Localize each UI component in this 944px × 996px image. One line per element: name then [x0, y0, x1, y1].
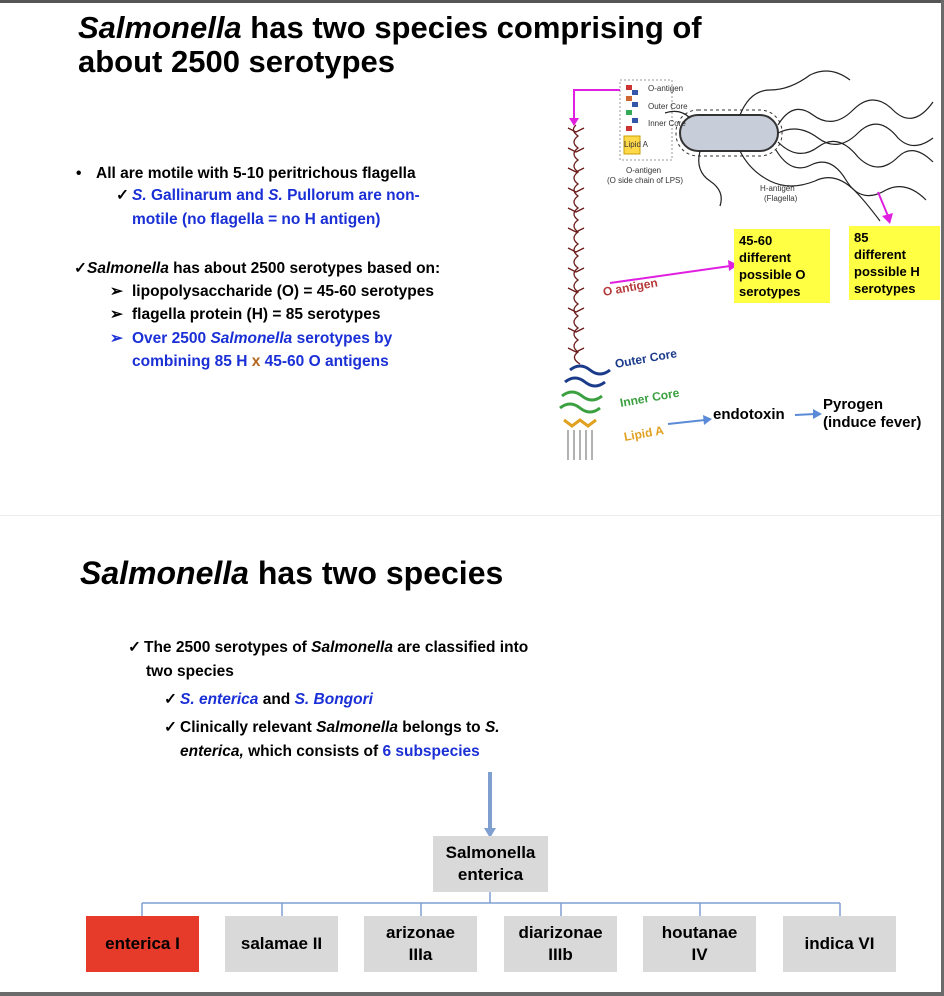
slide-divider	[0, 515, 944, 516]
slide1-title: Salmonella has two species comprising of…	[78, 10, 702, 79]
subspecies-salamae-ii: salamae II	[225, 916, 338, 972]
slide2-title: Salmonella has two species	[80, 555, 504, 591]
slide2-sub-clinical: ✓Clinically relevant Salmonella belongs …	[164, 719, 500, 736]
slide1-sub-nonmotile-line2: motile (no flagella = no H antigen)	[132, 211, 381, 228]
bacterium-body	[679, 114, 779, 152]
inset-caption-1: O-antigen	[626, 166, 662, 175]
blue-arrow-lipid	[667, 419, 706, 425]
endotoxin-label: endotoxin	[713, 406, 785, 423]
lps-inset-chain	[623, 85, 641, 155]
lps-chain	[567, 124, 585, 365]
inset-label-inner-core: Inner Core	[648, 119, 686, 128]
slide1-item-lps: ➢lipopolysaccharide (O) = 45-60 serotype…	[110, 283, 434, 300]
h-antigen-label: H-antigen	[760, 184, 795, 193]
slide1-item-combining-line2: combining 85 H x 45-60 O antigens	[132, 353, 389, 370]
slide2-sub-species: ✓S. enterica and S. Bongori	[164, 691, 373, 708]
subspecies-indica-vi: indica VI	[783, 916, 896, 972]
inset-label-outer-core: Outer Core	[648, 102, 688, 111]
inset-label-o-antigen: O-antigen	[648, 84, 684, 93]
blue-arrow-endotoxin	[794, 413, 816, 416]
bacterium-outline	[675, 109, 783, 157]
slide2-bullet-classified-line2: two species	[146, 663, 234, 680]
core-region	[559, 364, 611, 460]
magenta-arrow-lps	[573, 89, 620, 120]
magenta-arrow-h	[877, 191, 889, 217]
slide1-bullet-motile: •All are motile with 5-10 peritrichous f…	[76, 165, 416, 182]
pyrogen-label: Pyrogen(induce fever)	[823, 396, 922, 431]
subspecies-enterica-i: enterica I	[86, 916, 199, 972]
subspecies-tree-lines	[141, 772, 841, 916]
slide1-item-flagella: ➢flagella protein (H) = 85 serotypes	[110, 306, 381, 323]
lps-flagella-diagram	[559, 70, 934, 460]
slide2-bullet-classified: ✓The 2500 serotypes of Salmonella are cl…	[128, 639, 529, 656]
slide1-item-combining: ➢Over 2500 Salmonella serotypes by	[110, 330, 393, 347]
h-antigen-sublabel: (Flagella)	[764, 194, 798, 203]
flagella	[664, 70, 934, 222]
inset-caption-2: (O side chain of LPS)	[607, 176, 684, 185]
magenta-arrow-o	[609, 265, 731, 284]
right-edge	[941, 0, 944, 996]
slide1-sub-nonmotile: ✓S. Gallinarum and S. Pullorum are non-	[116, 187, 420, 204]
inset-label-lipid-a: Lipid A	[624, 140, 649, 149]
slide2-sub-clinical-line2: enterica, which consists of 6 subspecies	[180, 743, 480, 760]
bottom-edge	[0, 992, 944, 996]
slide1-serotype-basis: ✓Salmonella has about 2500 serotypes bas…	[74, 260, 441, 277]
top-edge	[0, 0, 944, 3]
